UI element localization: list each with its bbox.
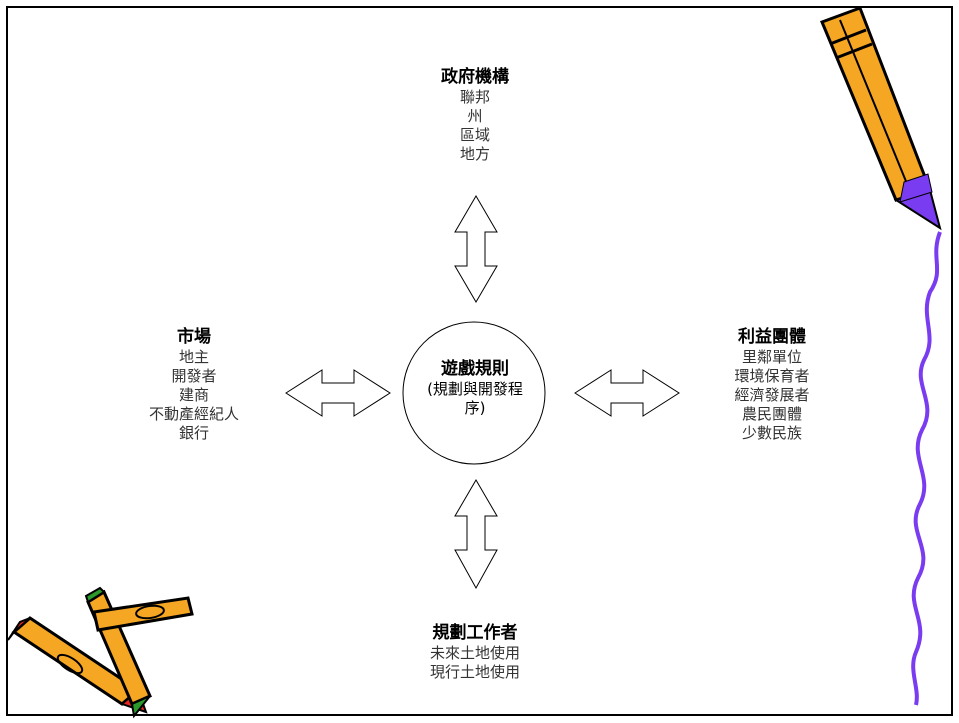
group-market: 市場 地主 開發者 建商 不動產經紀人 銀行 bbox=[124, 326, 264, 443]
center-label: 遊戲規則 (規劃與開發程序) bbox=[405, 358, 545, 418]
list-item: 經濟發展者 bbox=[734, 386, 810, 404]
group-government: 政府機構 聯邦 州 區域 地方 bbox=[405, 66, 545, 164]
arrow-right-icon bbox=[574, 369, 680, 417]
list-item: 少數民族 bbox=[741, 424, 802, 442]
list-item: 銀行 bbox=[178, 424, 209, 442]
group-government-items: 聯邦 州 區域 地方 bbox=[405, 88, 545, 164]
group-planners-title: 規劃工作者 bbox=[432, 623, 518, 643]
center-title: 遊戲規則 bbox=[441, 359, 509, 379]
list-item: 環境保育者 bbox=[734, 367, 810, 385]
group-interest-title: 利益團體 bbox=[738, 327, 806, 347]
list-item: 農民團體 bbox=[741, 405, 802, 423]
arrow-bottom-icon bbox=[454, 479, 498, 590]
crossed-pencils-icon bbox=[7, 586, 194, 719]
pencil-top-right-icon bbox=[820, 6, 942, 231]
center-circle bbox=[402, 321, 546, 465]
list-item: 未來土地使用 bbox=[429, 644, 520, 662]
wavy-line-decoration bbox=[911, 231, 942, 706]
group-planners-items: 未來土地使用 現行土地使用 bbox=[405, 644, 545, 682]
list-item: 現行土地使用 bbox=[429, 663, 520, 681]
group-market-items: 地主 開發者 建商 不動產經紀人 銀行 bbox=[124, 348, 264, 443]
list-item: 建商 bbox=[178, 386, 209, 404]
list-item: 區域 bbox=[459, 126, 490, 144]
group-planners: 規劃工作者 未來土地使用 現行土地使用 bbox=[405, 622, 545, 682]
list-item: 地方 bbox=[459, 145, 490, 163]
center-subtitle: (規劃與開發程序) bbox=[427, 380, 523, 417]
list-item: 開發者 bbox=[171, 367, 217, 385]
list-item: 里鄰單位 bbox=[741, 348, 802, 366]
arrow-left-icon bbox=[285, 369, 391, 417]
group-interest-items: 里鄰單位 環境保育者 經濟發展者 農民團體 少數民族 bbox=[702, 348, 842, 443]
list-item: 聯邦 bbox=[459, 88, 490, 106]
group-interest: 利益團體 里鄰單位 環境保育者 經濟發展者 農民團體 少數民族 bbox=[702, 326, 842, 443]
group-market-title: 市場 bbox=[177, 327, 211, 347]
list-item: 州 bbox=[467, 107, 483, 125]
list-item: 不動產經紀人 bbox=[148, 405, 239, 423]
list-item: 地主 bbox=[178, 348, 209, 366]
arrow-top-icon bbox=[454, 195, 498, 303]
group-government-title: 政府機構 bbox=[441, 67, 509, 87]
